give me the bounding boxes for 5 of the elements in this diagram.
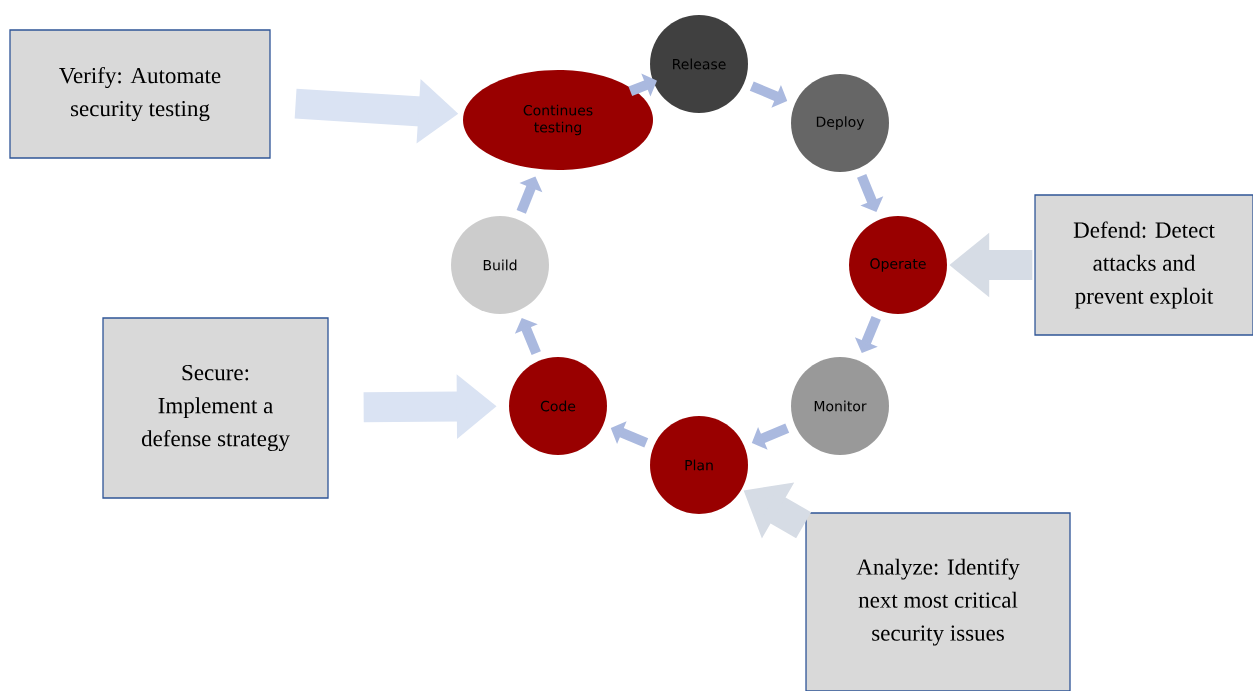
- text-box: Analyze: Identify next most critical security issues: [805, 512, 1071, 691]
- block-arrow: [857, 174, 884, 212]
- text-box: Defend: Detect attacks and prevent exploit: [1034, 194, 1253, 336]
- text-box: Secure: Implement a defense strategy: [102, 317, 329, 499]
- text-box: Verify: Automate security testing: [9, 29, 271, 159]
